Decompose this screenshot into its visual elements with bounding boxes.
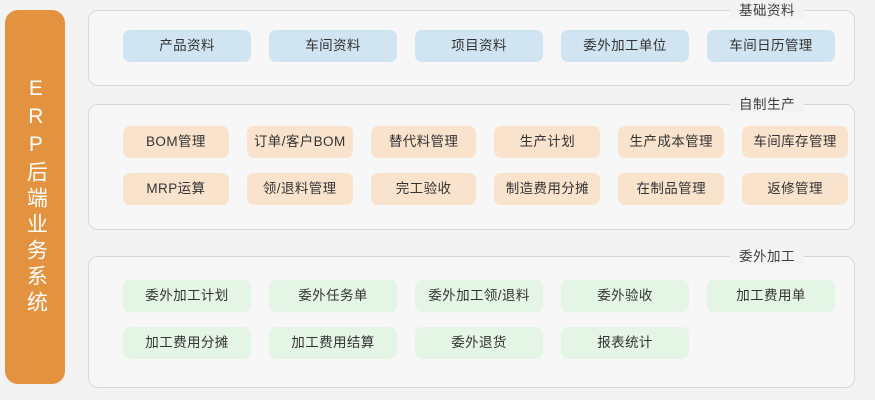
- chip-row: 加工费用分摊 加工费用结算 委外退货 报表统计: [123, 327, 848, 359]
- chip-row: 产品资料 车间资料 项目资料 委外加工单位 车间日历管理: [123, 30, 848, 62]
- module-chip[interactable]: 制造费用分摊: [494, 173, 601, 205]
- module-chip[interactable]: 加工费用单: [707, 280, 835, 312]
- chip-grid-basic-data: 产品资料 车间资料 项目资料 委外加工单位 车间日历管理: [123, 30, 848, 62]
- module-chip[interactable]: BOM管理: [123, 126, 229, 158]
- section-title-outsourced-processing: 委外加工: [730, 248, 804, 265]
- module-chip[interactable]: 委外任务单: [269, 280, 397, 312]
- module-chip[interactable]: 完工验收: [370, 173, 477, 205]
- module-chip[interactable]: 订单/客户BOM: [246, 126, 353, 158]
- module-chip[interactable]: 委外加工单位: [561, 30, 689, 62]
- chip-row: MRP运算 领/退料管理 完工验收 制造费用分摊 在制品管理 返修管理: [123, 173, 848, 205]
- module-chip[interactable]: 委外加工计划: [123, 280, 251, 312]
- module-chip[interactable]: 车间资料: [269, 30, 397, 62]
- module-chip[interactable]: 报表统计: [561, 327, 689, 359]
- module-chip[interactable]: 返修管理: [742, 173, 848, 205]
- sidebar-title: ERP后端业务系统: [24, 77, 48, 317]
- chip-row: BOM管理 订单/客户BOM 替代料管理 生产计划 生产成本管理 车间库存管理: [123, 126, 848, 158]
- chip-row: 委外加工计划 委外任务单 委外加工领/退料 委外验收 加工费用单: [123, 280, 848, 312]
- module-chip[interactable]: 领/退料管理: [246, 173, 353, 205]
- module-chip[interactable]: 委外退货: [415, 327, 543, 359]
- section-outsourced-processing: 委外加工 委外加工计划 委外任务单 委外加工领/退料 委外验收 加工费用单 加工…: [88, 248, 855, 388]
- section-title-basic-data: 基础资料: [730, 2, 804, 19]
- module-chip[interactable]: 车间日历管理: [707, 30, 835, 62]
- sidebar-banner: ERP后端业务系统: [5, 10, 65, 384]
- module-chip[interactable]: MRP运算: [123, 173, 229, 205]
- module-chip[interactable]: 产品资料: [123, 30, 251, 62]
- module-chip[interactable]: 生产成本管理: [618, 126, 725, 158]
- module-chip[interactable]: 加工费用分摊: [123, 327, 251, 359]
- module-chip[interactable]: 在制品管理: [618, 173, 725, 205]
- section-in-house-production: 自制生产 BOM管理 订单/客户BOM 替代料管理 生产计划 生产成本管理 车间…: [88, 96, 855, 230]
- module-chip[interactable]: 加工费用结算: [269, 327, 397, 359]
- module-chip[interactable]: 生产计划: [494, 126, 601, 158]
- section-basic-data: 基础资料 产品资料 车间资料 项目资料 委外加工单位 车间日历管理: [88, 2, 855, 86]
- module-chip[interactable]: 替代料管理: [370, 126, 477, 158]
- module-chip[interactable]: 委外验收: [561, 280, 689, 312]
- chip-grid-in-house-production: BOM管理 订单/客户BOM 替代料管理 生产计划 生产成本管理 车间库存管理 …: [123, 126, 848, 205]
- module-chip[interactable]: 项目资料: [415, 30, 543, 62]
- module-chip[interactable]: 委外加工领/退料: [415, 280, 543, 312]
- module-chip[interactable]: 车间库存管理: [742, 126, 848, 158]
- chip-grid-outsourced-processing: 委外加工计划 委外任务单 委外加工领/退料 委外验收 加工费用单 加工费用分摊 …: [123, 280, 848, 359]
- section-title-in-house-production: 自制生产: [730, 96, 804, 113]
